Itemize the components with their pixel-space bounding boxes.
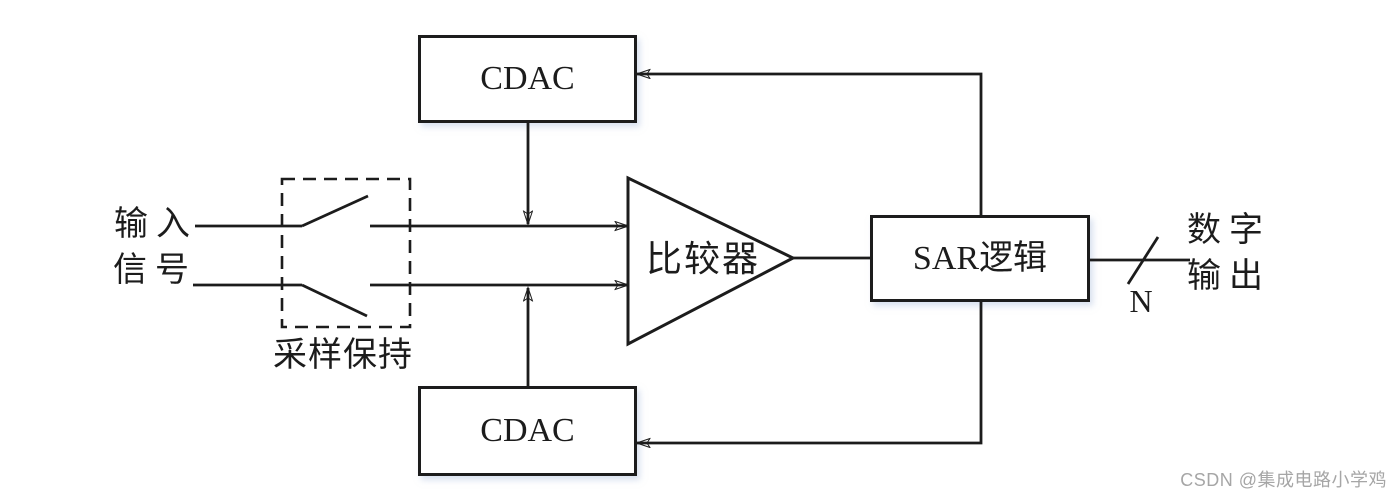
- output-label-line1: 数字: [1187, 212, 1271, 249]
- cdac-bottom-box: CDAC: [418, 386, 637, 476]
- sar-logic-box: SAR逻辑: [870, 215, 1090, 302]
- csdn-watermark: CSDN @集成电路小学鸡: [1180, 470, 1387, 490]
- bus-width-label: N: [1129, 283, 1153, 319]
- feedback-bottom-wire-arrow: [637, 302, 983, 443]
- input-label-line1: 输入: [114, 206, 198, 243]
- cdac-top-label: CDAC: [480, 60, 575, 97]
- comparator-label: 比较器: [645, 239, 761, 279]
- switch-bottom-arm: [301, 283, 368, 318]
- switch-top-arm: [301, 194, 369, 228]
- sample-hold-label: 采样保持: [273, 337, 413, 374]
- sar-logic-label: SAR逻辑: [912, 239, 1048, 277]
- bus-width-slash: [1126, 236, 1160, 285]
- cdac-top-box: CDAC: [418, 35, 637, 123]
- input-label-line2: 信号: [113, 252, 197, 289]
- output-label-line2: 输出: [1187, 258, 1271, 295]
- cdac-bottom-label: CDAC: [480, 412, 575, 449]
- sample-hold-dashed-box: [280, 177, 412, 329]
- feedback-top-wire-arrow: [637, 74, 983, 215]
